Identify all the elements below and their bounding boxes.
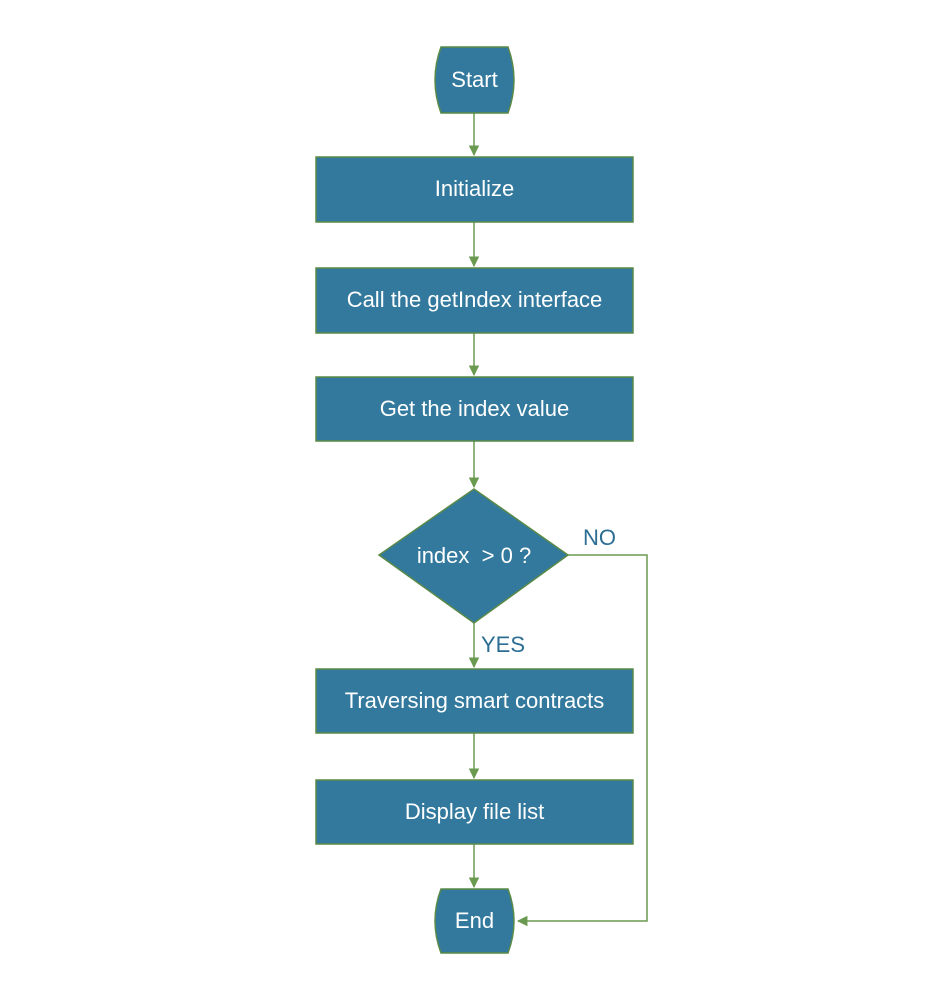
initialize-label: Initialize [435, 176, 514, 201]
end-label: End [455, 908, 494, 933]
initialize-box [315, 156, 634, 223]
call-get-index-node: Call the getIndex interface [315, 267, 634, 334]
get-index-value-label: Get the index value [380, 396, 570, 421]
display-node: Display file list [315, 779, 634, 845]
decision-label: index > 0 ? [417, 543, 531, 568]
decision-node: index > 0 ? [377, 488, 570, 624]
traverse-label: Traversing smart contracts [345, 688, 605, 713]
start-node: Start [434, 46, 515, 114]
call-get-index-box [315, 267, 634, 334]
traverse-box [315, 668, 634, 734]
get-index-value-box [315, 376, 634, 442]
display-box [315, 779, 634, 845]
start-terminator-shape [434, 46, 515, 114]
end-terminator-shape [434, 888, 515, 954]
call-get-index-label: Call the getIndex interface [347, 287, 603, 312]
end-node: End [434, 888, 515, 954]
traverse-node: Traversing smart contracts [315, 668, 634, 734]
start-label: Start [451, 67, 497, 92]
branch-no-label: NO [583, 525, 616, 550]
get-index-value-node: Get the index value [315, 376, 634, 442]
branch-yes-label: YES [481, 632, 525, 657]
display-label: Display file list [405, 799, 544, 824]
initialize-node: Initialize [315, 156, 634, 223]
decision-diamond [377, 488, 570, 624]
edge-decision-no [516, 554, 648, 927]
